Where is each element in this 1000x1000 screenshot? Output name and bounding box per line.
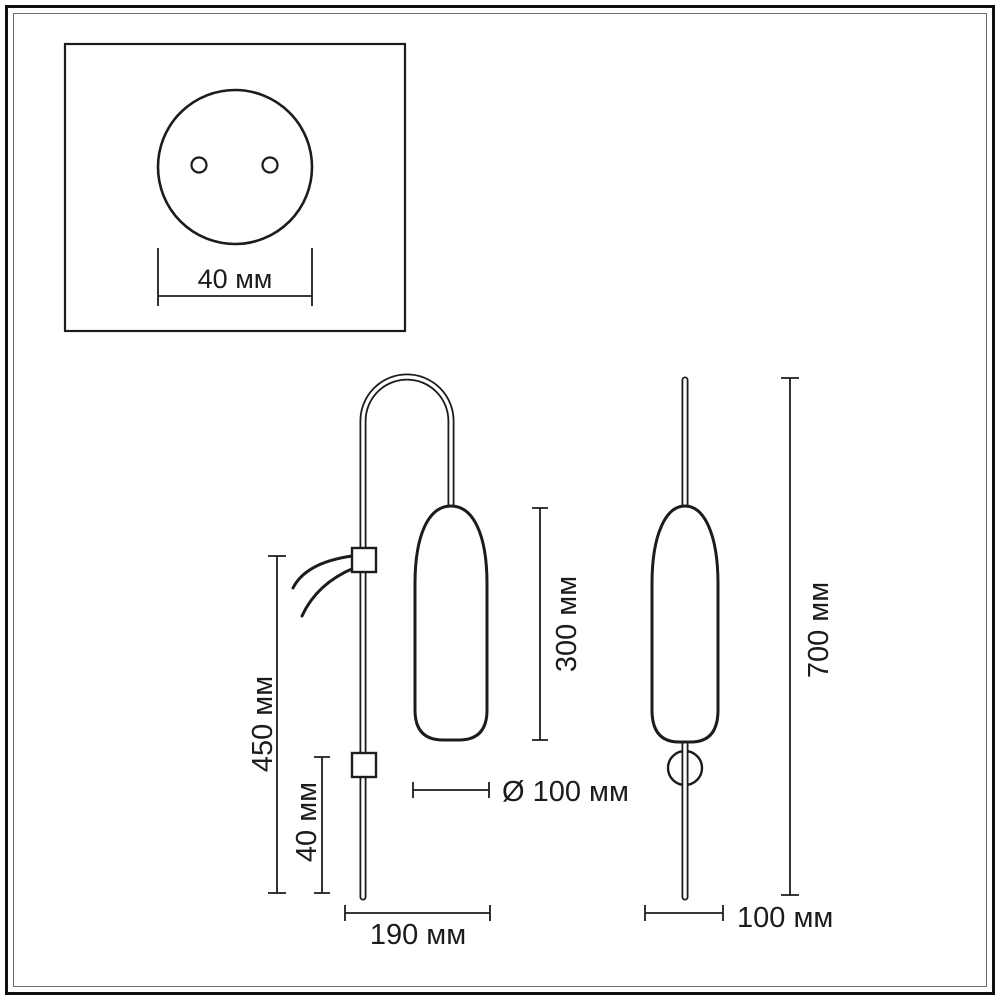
shade-diameter-dimension-lines — [412, 782, 490, 798]
lower-offset-label: 40 мм — [291, 782, 323, 862]
mount-hole-right — [261, 156, 279, 174]
overall-width-label: 100 мм — [737, 902, 833, 934]
shade-length-label: 300 мм — [551, 576, 583, 672]
side-shade — [650, 504, 720, 744]
front-view: 450 мм 40 мм 300 мм Ø 100 мм 190 мм — [247, 373, 629, 951]
mount-height-dimension-lines — [268, 555, 286, 894]
overall-depth-label: 190 мм — [370, 919, 466, 951]
mount-plate-circle — [156, 88, 314, 246]
front-shade — [413, 504, 489, 742]
hole-spacing-label: 40 мм — [198, 264, 273, 294]
lower-offset-dimension-lines — [314, 756, 330, 894]
overall-height-label: 700 мм — [803, 582, 835, 678]
power-wire-strand-1 — [291, 554, 354, 590]
shade-diameter-label: Ø 100 мм — [502, 776, 629, 808]
detail-box — [63, 42, 407, 333]
lower-wall-bracket — [350, 751, 378, 779]
detail-view: 40 мм — [63, 42, 407, 333]
overall-width-dimension-lines — [644, 905, 724, 921]
shade-length-dimension-lines — [532, 507, 548, 741]
upper-wall-bracket — [350, 546, 378, 574]
hole-spacing-dimension-lines — [157, 248, 313, 306]
power-wire-strand-2 — [300, 566, 356, 618]
front-rod-core — [361, 375, 453, 899]
mount-hole-left — [190, 156, 208, 174]
side-view: 700 мм 100 мм — [644, 376, 835, 934]
overall-height-dimension-lines — [781, 377, 799, 896]
overall-depth-dimension-lines — [344, 905, 491, 921]
drawing-root: 40 мм 450 мм 40 мм 300 мм — [63, 42, 835, 951]
mount-height-label: 450 мм — [247, 676, 279, 772]
